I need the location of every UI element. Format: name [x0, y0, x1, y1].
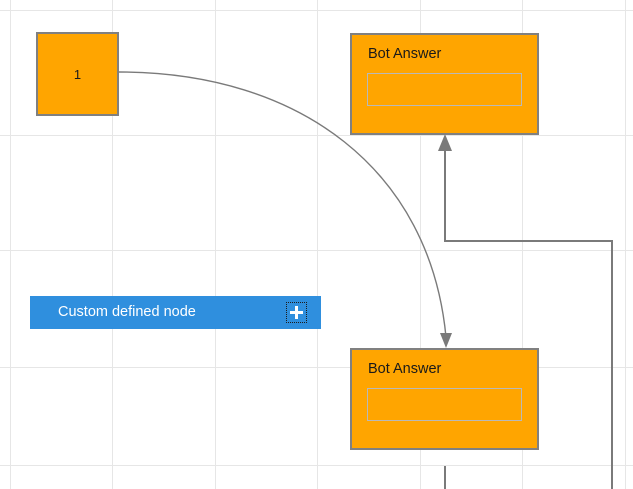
- custom-defined-node-item[interactable]: Custom defined node: [30, 296, 321, 329]
- node-bot-answer-1-field[interactable]: [367, 72, 522, 106]
- edge-start-to-bot2-path: [118, 71, 447, 338]
- node-bot-answer-1[interactable]: Bot Answer: [350, 33, 539, 135]
- node-start-label: 1: [73, 66, 82, 82]
- custom-defined-node-label: Custom defined node: [58, 304, 196, 321]
- plus-icon[interactable]: [286, 302, 307, 323]
- node-start[interactable]: 1: [36, 32, 119, 116]
- edge-start-to-bot2[interactable]: [118, 71, 452, 348]
- node-bot-answer-2-field[interactable]: [367, 387, 522, 421]
- plus-icon-vertical-bar: [295, 306, 298, 319]
- node-bot-answer-1-title: Bot Answer: [368, 46, 442, 62]
- node-bot-answer-2[interactable]: Bot Answer: [350, 348, 539, 450]
- edge-loop-arrowhead: [438, 134, 452, 151]
- edge-start-to-bot2-arrowhead: [440, 333, 452, 348]
- edge-loop-path: [444, 149, 613, 489]
- node-bot-answer-2-title: Bot Answer: [368, 361, 442, 377]
- edge-loop-to-bot1[interactable]: [438, 134, 613, 489]
